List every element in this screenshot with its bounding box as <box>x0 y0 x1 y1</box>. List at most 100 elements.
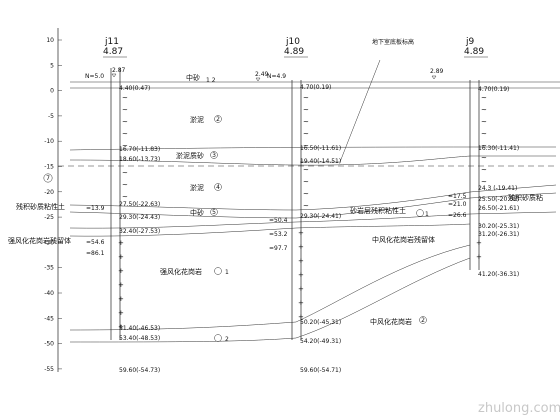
axis-tick-label: -5 <box>48 113 54 120</box>
mud-hatch-mark: ~ <box>481 154 487 162</box>
mud-hatch-mark: ~ <box>303 178 309 186</box>
axis-tick-label: -55 <box>44 366 54 373</box>
depth-label: 29.30(-24.43) <box>119 214 160 221</box>
depth-label: 25.50(-20.61) <box>478 196 519 203</box>
mud-hatch-mark: ~ <box>122 142 128 150</box>
layer-label: 强风化花岗岩残留体 <box>8 236 71 245</box>
soil-hatch-symbols: ~~~~~~~~~~~~~~~~~~~~~~~~~+++++++++++++++… <box>118 94 487 331</box>
mud-hatch-mark: ~ <box>122 181 128 189</box>
granite-hatch-mark: + <box>298 271 304 279</box>
borehole-elevation: 4.89 <box>284 47 304 57</box>
depth-label: 30.20(-25.31) <box>478 223 519 230</box>
mud-hatch-mark: ~ <box>122 94 128 102</box>
borehole-id: j10 <box>285 37 300 47</box>
layer-label: 中砂 <box>190 208 204 217</box>
j11-n-value: N=5.0 <box>85 73 104 80</box>
spt-value: =53.2 <box>269 231 288 238</box>
granite-hatch-mark: + <box>118 253 124 261</box>
mud-hatch-mark: ~ <box>303 130 309 138</box>
j10-water-level: 2.49 <box>255 71 269 78</box>
spt-value: =26.6 <box>448 212 467 219</box>
granite-hatch-mark: + <box>118 309 124 317</box>
mud-hatch-mark: ~ <box>303 202 309 210</box>
borehole-elevation: 4.87 <box>103 47 123 57</box>
borehole-j9-column <box>469 80 480 270</box>
layer-number: 2 <box>216 116 220 123</box>
depth-label: 16.30(-11.41) <box>478 145 519 152</box>
mud-hatch-mark: ~ <box>122 130 128 138</box>
mud-hatch-mark: ~ <box>122 106 128 114</box>
granite-hatch-mark: + <box>298 285 304 293</box>
layer-number: 1 <box>225 269 229 276</box>
layer-number: 2 <box>225 336 229 343</box>
layer-label: 淤泥质砂 <box>176 151 204 160</box>
depth-label: 24.3 (-19.41) <box>478 185 517 192</box>
depth-label: 29.30(-24.41) <box>300 213 341 220</box>
mud-hatch-mark: ~ <box>481 142 487 150</box>
axis-circle-label: 7 <box>46 175 50 182</box>
layer-number: 1 <box>425 211 429 218</box>
borehole-j9-header: j9 4.89 <box>464 37 488 58</box>
axis-tick-label: -50 <box>44 341 54 348</box>
axis-tick-label: -20 <box>44 189 54 196</box>
borehole-j11-column <box>110 68 121 340</box>
spt-value: =13.9 <box>86 205 105 212</box>
depth-label: 32.40(-27.53) <box>119 228 160 235</box>
layer-label: 砂岩层残积粘性土 <box>350 206 406 215</box>
axis-tick-label: -35 <box>44 265 54 272</box>
mud-hatch-mark: ~ <box>122 118 128 126</box>
spt-values: =13.9 =54.6 =86.1 =50.4 =53.2 =97.7 =17.… <box>86 193 467 257</box>
axis-circle-marker <box>43 173 53 183</box>
mud-hatch-mark: ~ <box>122 193 128 201</box>
granite-hatch-mark: + <box>476 253 482 261</box>
mud-hatch-mark: ~ <box>122 169 128 177</box>
axis-tick-label: 5 <box>50 62 54 69</box>
depth-label: 4.70(0.19) <box>300 84 331 91</box>
spt-value: =86.1 <box>86 250 105 257</box>
watermark: zhulong.com <box>478 401 560 416</box>
j11-water-level: 2.87 <box>112 67 126 74</box>
mud-hatch-mark: ~ <box>481 106 487 114</box>
axis-tick-label: 10 <box>46 37 54 44</box>
borehole-j10-header: j10 4.89 <box>284 37 308 58</box>
axis-tick-label: -25 <box>44 214 54 221</box>
layer-label: 中风化花岗岩残留体 <box>372 235 435 244</box>
mud-hatch-mark: ~ <box>303 190 309 198</box>
axis-tick-label: 0 <box>50 88 54 95</box>
mud-hatch-mark: ~ <box>303 142 309 150</box>
depth-label: 16.50(-11.61) <box>300 145 341 152</box>
depth-labels: 4.40(0.47)16.70(-11.83)18.60(-13.73)27.5… <box>119 84 519 374</box>
borehole-id: j9 <box>465 37 475 47</box>
spt-value: =54.6 <box>86 239 105 246</box>
spt-value: =97.7 <box>269 245 288 252</box>
spt-value: =17.5 <box>448 193 467 200</box>
layer-label: 残积砂质粘 <box>508 193 543 202</box>
depth-label: 59.60(-54.71) <box>300 367 341 374</box>
layer-label: 残积砂质粘性土 <box>16 202 65 211</box>
granite-hatch-mark: + <box>476 239 482 247</box>
depth-label: 31.20(-26.31) <box>478 231 519 238</box>
j9-water-level: 2.89 <box>430 68 444 75</box>
mud-hatch-mark: ~ <box>303 118 309 126</box>
basement-floor-label: 地下室底板标高 <box>372 38 414 46</box>
granite-hatch-mark: + <box>298 299 304 307</box>
granite-hatch-mark: + <box>298 257 304 265</box>
water-marks: N=5.0 2.87 2.49 N=4.9 2.89 <box>85 67 444 82</box>
layer-label: 淤泥 <box>190 115 204 124</box>
layer-number: 2 <box>421 317 425 324</box>
axis-tick-label: -10 <box>44 138 54 145</box>
axis-tick-label: -30 <box>44 239 54 246</box>
depth-label: 18.60(-13.73) <box>119 156 160 163</box>
mud-hatch-mark: ~ <box>303 106 309 114</box>
depth-label: 27.50(-22.63) <box>119 201 160 208</box>
depth-label: 16.70(-11.83) <box>119 146 160 153</box>
strata-boundaries <box>69 81 560 343</box>
basement-leader-line <box>339 59 381 163</box>
depth-label: 19.40(-14.51) <box>300 158 341 165</box>
depth-label: 51.40(-46.53) <box>119 325 160 332</box>
axis-tick-label: -40 <box>44 290 54 297</box>
mud-hatch-mark: ~ <box>303 94 309 102</box>
layer-label: 强风化花岗岩 <box>160 267 202 276</box>
